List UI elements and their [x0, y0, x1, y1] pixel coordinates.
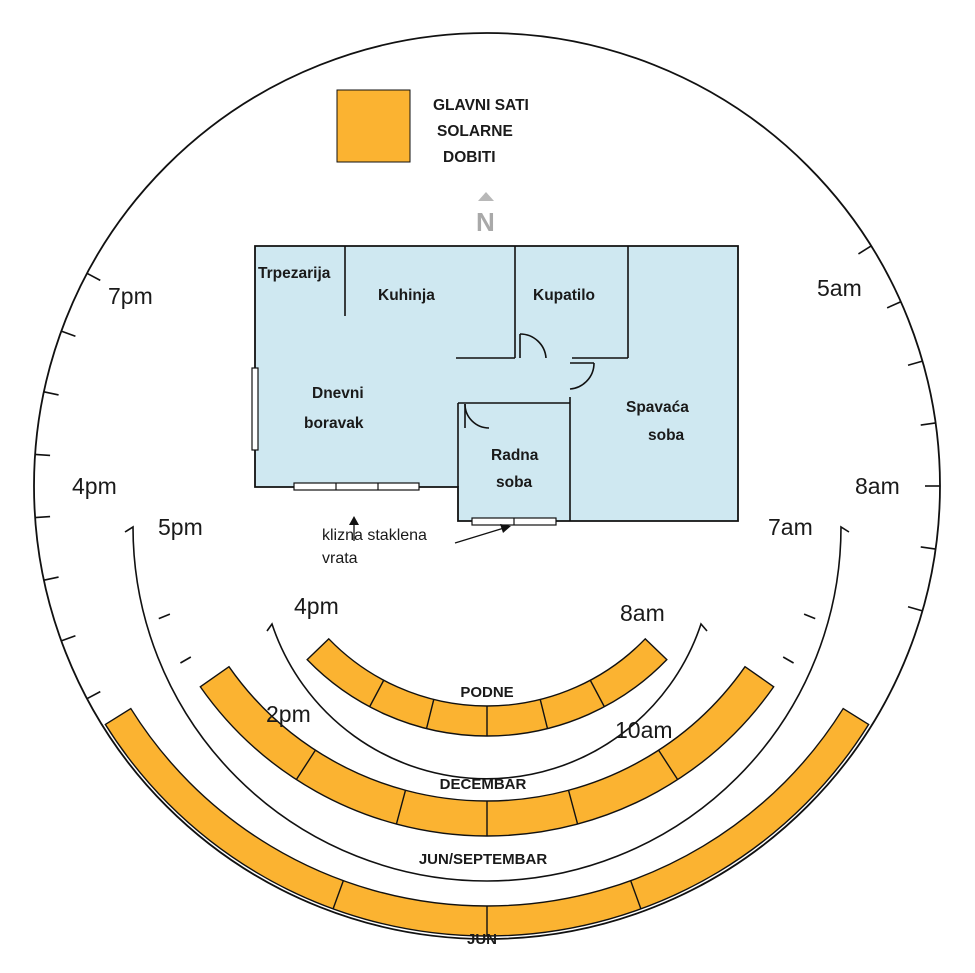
december-tick	[180, 656, 192, 664]
outer-tick	[35, 453, 51, 457]
outer-tick	[920, 546, 936, 550]
jun-septembar-band-divider	[295, 749, 317, 780]
legend-line-1: GLAVNI SATI	[433, 97, 529, 114]
jun-band	[104, 707, 870, 937]
floor-plan: Trpezarija Kuhinja Kupatilo Dnevni borav…	[251, 245, 739, 526]
podne-band	[306, 637, 668, 737]
outer-tick	[86, 690, 101, 700]
time-labels: 7pm 4pm 5am 8am 5pm 7am 4pm 8am 2pm 10am	[72, 275, 900, 743]
arc-label-jun: JUN	[467, 931, 497, 948]
time-outer-right-mid: 8am	[855, 473, 900, 499]
time-outer-left-top: 7pm	[108, 283, 153, 309]
door-annotation: klizna staklena vrata	[322, 516, 511, 567]
outer-tick	[86, 272, 101, 282]
room-kupatilo: Kupatilo	[533, 287, 595, 304]
outer-ring-ticks	[35, 245, 940, 700]
december-tick	[782, 656, 794, 664]
time-outer-left-mid: 4pm	[72, 473, 117, 499]
time-mid-band-left: 2pm	[266, 701, 311, 727]
arc-labels: PODNE DECEMBAR JUN/SEPTEMBAR JUN	[419, 684, 548, 948]
jun-septembar-band	[199, 665, 775, 837]
outer-ring	[33, 32, 941, 940]
north-label: N	[476, 207, 495, 237]
arc-label-decembar: DECEMBAR	[440, 776, 527, 793]
noon-ring	[266, 622, 708, 780]
room-kuhinja: Kuhinja	[378, 287, 435, 304]
time-mid-band-right: 10am	[615, 717, 673, 743]
arc-label-jun-septembar: JUN/SEPTEMBAR	[419, 851, 548, 868]
time-inner-right: 8am	[620, 600, 665, 626]
legend-line-2: SOLARNE	[437, 123, 513, 140]
outer-tick	[43, 576, 59, 581]
room-radna-line2: soba	[496, 474, 533, 491]
december-ring-ticks	[158, 613, 816, 664]
room-radna-line1: Radna	[491, 447, 539, 464]
podne-band-divider	[425, 699, 435, 729]
outer-tick	[35, 515, 51, 519]
outer-tick	[907, 605, 923, 612]
podne-band-divider	[539, 699, 549, 729]
floor-area	[254, 245, 739, 522]
north-arrow-icon: N	[476, 192, 495, 237]
podne-band-divider	[589, 679, 605, 708]
legend: GLAVNI SATI SOLARNE DOBITI	[336, 89, 529, 166]
time-outer-right-top: 5am	[817, 275, 862, 301]
time-middle-right: 7am	[768, 514, 813, 540]
legend-swatch	[336, 89, 411, 163]
room-trpezarija: Trpezarija	[258, 265, 331, 282]
legend-line-3: DOBITI	[443, 149, 496, 166]
room-dnevni-line1: Dnevni	[312, 385, 364, 402]
outer-tick	[920, 422, 936, 426]
podne-band-divider	[369, 679, 385, 708]
time-middle-left: 5pm	[158, 514, 203, 540]
arc-label-podne: PODNE	[460, 684, 513, 701]
jun-band-divider	[629, 880, 642, 910]
jun-septembar-band-divider	[567, 790, 579, 825]
outer-tick	[907, 360, 923, 367]
room-spavaca-line1: Spavaća	[626, 399, 689, 416]
outer-tick	[61, 330, 76, 337]
jun-band-divider	[332, 880, 345, 910]
december-tick	[803, 613, 816, 620]
solar-gain-bands	[104, 637, 870, 937]
outer-tick	[43, 391, 59, 396]
outer-tick	[61, 635, 76, 642]
room-dnevni-line2: boravak	[304, 415, 364, 432]
outer-tick	[858, 245, 872, 255]
door-note-line1: klizna staklena	[322, 527, 427, 544]
room-spavaca-line2: soba	[648, 427, 685, 444]
outer-tick	[886, 301, 902, 309]
december-tick	[158, 613, 171, 620]
door-note-line2: vrata	[322, 550, 358, 567]
jun-septembar-band-divider	[395, 790, 407, 825]
time-inner-left: 4pm	[294, 593, 339, 619]
december-ring	[124, 525, 850, 882]
jun-septembar-band-divider	[657, 749, 679, 780]
